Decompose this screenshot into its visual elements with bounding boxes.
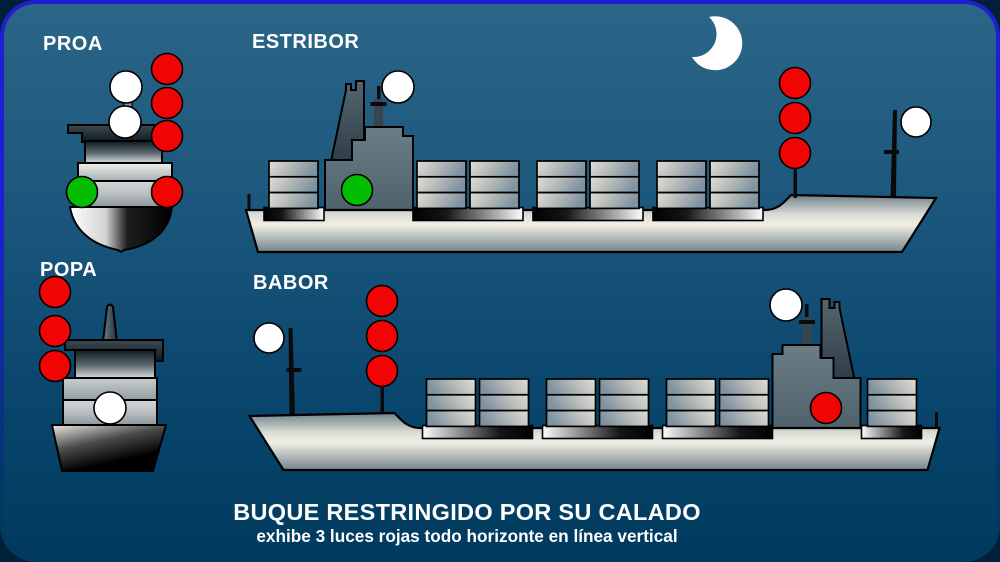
popa-draught-red-light-3 xyxy=(38,349,72,383)
estribor-draught-red-light-3 xyxy=(778,136,812,170)
babor-draught-red-light-2 xyxy=(365,319,399,353)
estribor-starboard-sidelight xyxy=(340,173,374,207)
proa-port-sidelight xyxy=(150,175,184,209)
popa-draught-red-light-2 xyxy=(38,314,72,348)
proa-draught-red-light-3 xyxy=(150,119,184,153)
proa-ship-graphic xyxy=(67,97,174,254)
babor-aft-masthead-light xyxy=(769,288,803,322)
proa-draught-red-light-1 xyxy=(150,52,184,86)
estribor-draught-red-light-1 xyxy=(778,66,812,100)
label-estribor: ESTRIBOR xyxy=(252,31,360,53)
proa-masthead-lower-light xyxy=(108,105,142,139)
caption: BUQUE RESTRINGIDO POR SU CALADO exhibe 3… xyxy=(0,499,934,547)
babor-ship-graphic xyxy=(250,299,940,470)
estribor-aft-masthead-light xyxy=(381,70,415,104)
estribor-ship-graphic xyxy=(246,81,936,252)
estribor-forward-masthead-light xyxy=(900,106,932,138)
estribor-draught-red-light-2 xyxy=(778,101,812,135)
proa-draught-red-light-2 xyxy=(150,86,184,120)
estribor-light-mast xyxy=(793,167,797,198)
moon-icon xyxy=(692,16,743,71)
label-popa: POPA xyxy=(40,259,98,281)
popa-draught-red-light-1 xyxy=(38,275,72,309)
caption-subtitle: exhibe 3 luces rojas todo horizonte en l… xyxy=(256,526,678,546)
label-proa: PROA xyxy=(43,33,103,55)
babor-port-sidelight xyxy=(809,391,843,425)
proa-masthead-upper-light xyxy=(109,70,143,104)
babor-draught-red-light-3 xyxy=(365,354,399,388)
label-babor: BABOR xyxy=(253,272,329,294)
babor-forward-masthead-light xyxy=(253,322,285,354)
caption-title: BUQUE RESTRINGIDO POR SU CALADO xyxy=(233,499,701,525)
proa-starboard-sidelight xyxy=(65,175,99,209)
babor-light-mast xyxy=(380,385,384,412)
popa-stern-light xyxy=(93,391,127,425)
babor-draught-red-light-1 xyxy=(365,284,399,318)
